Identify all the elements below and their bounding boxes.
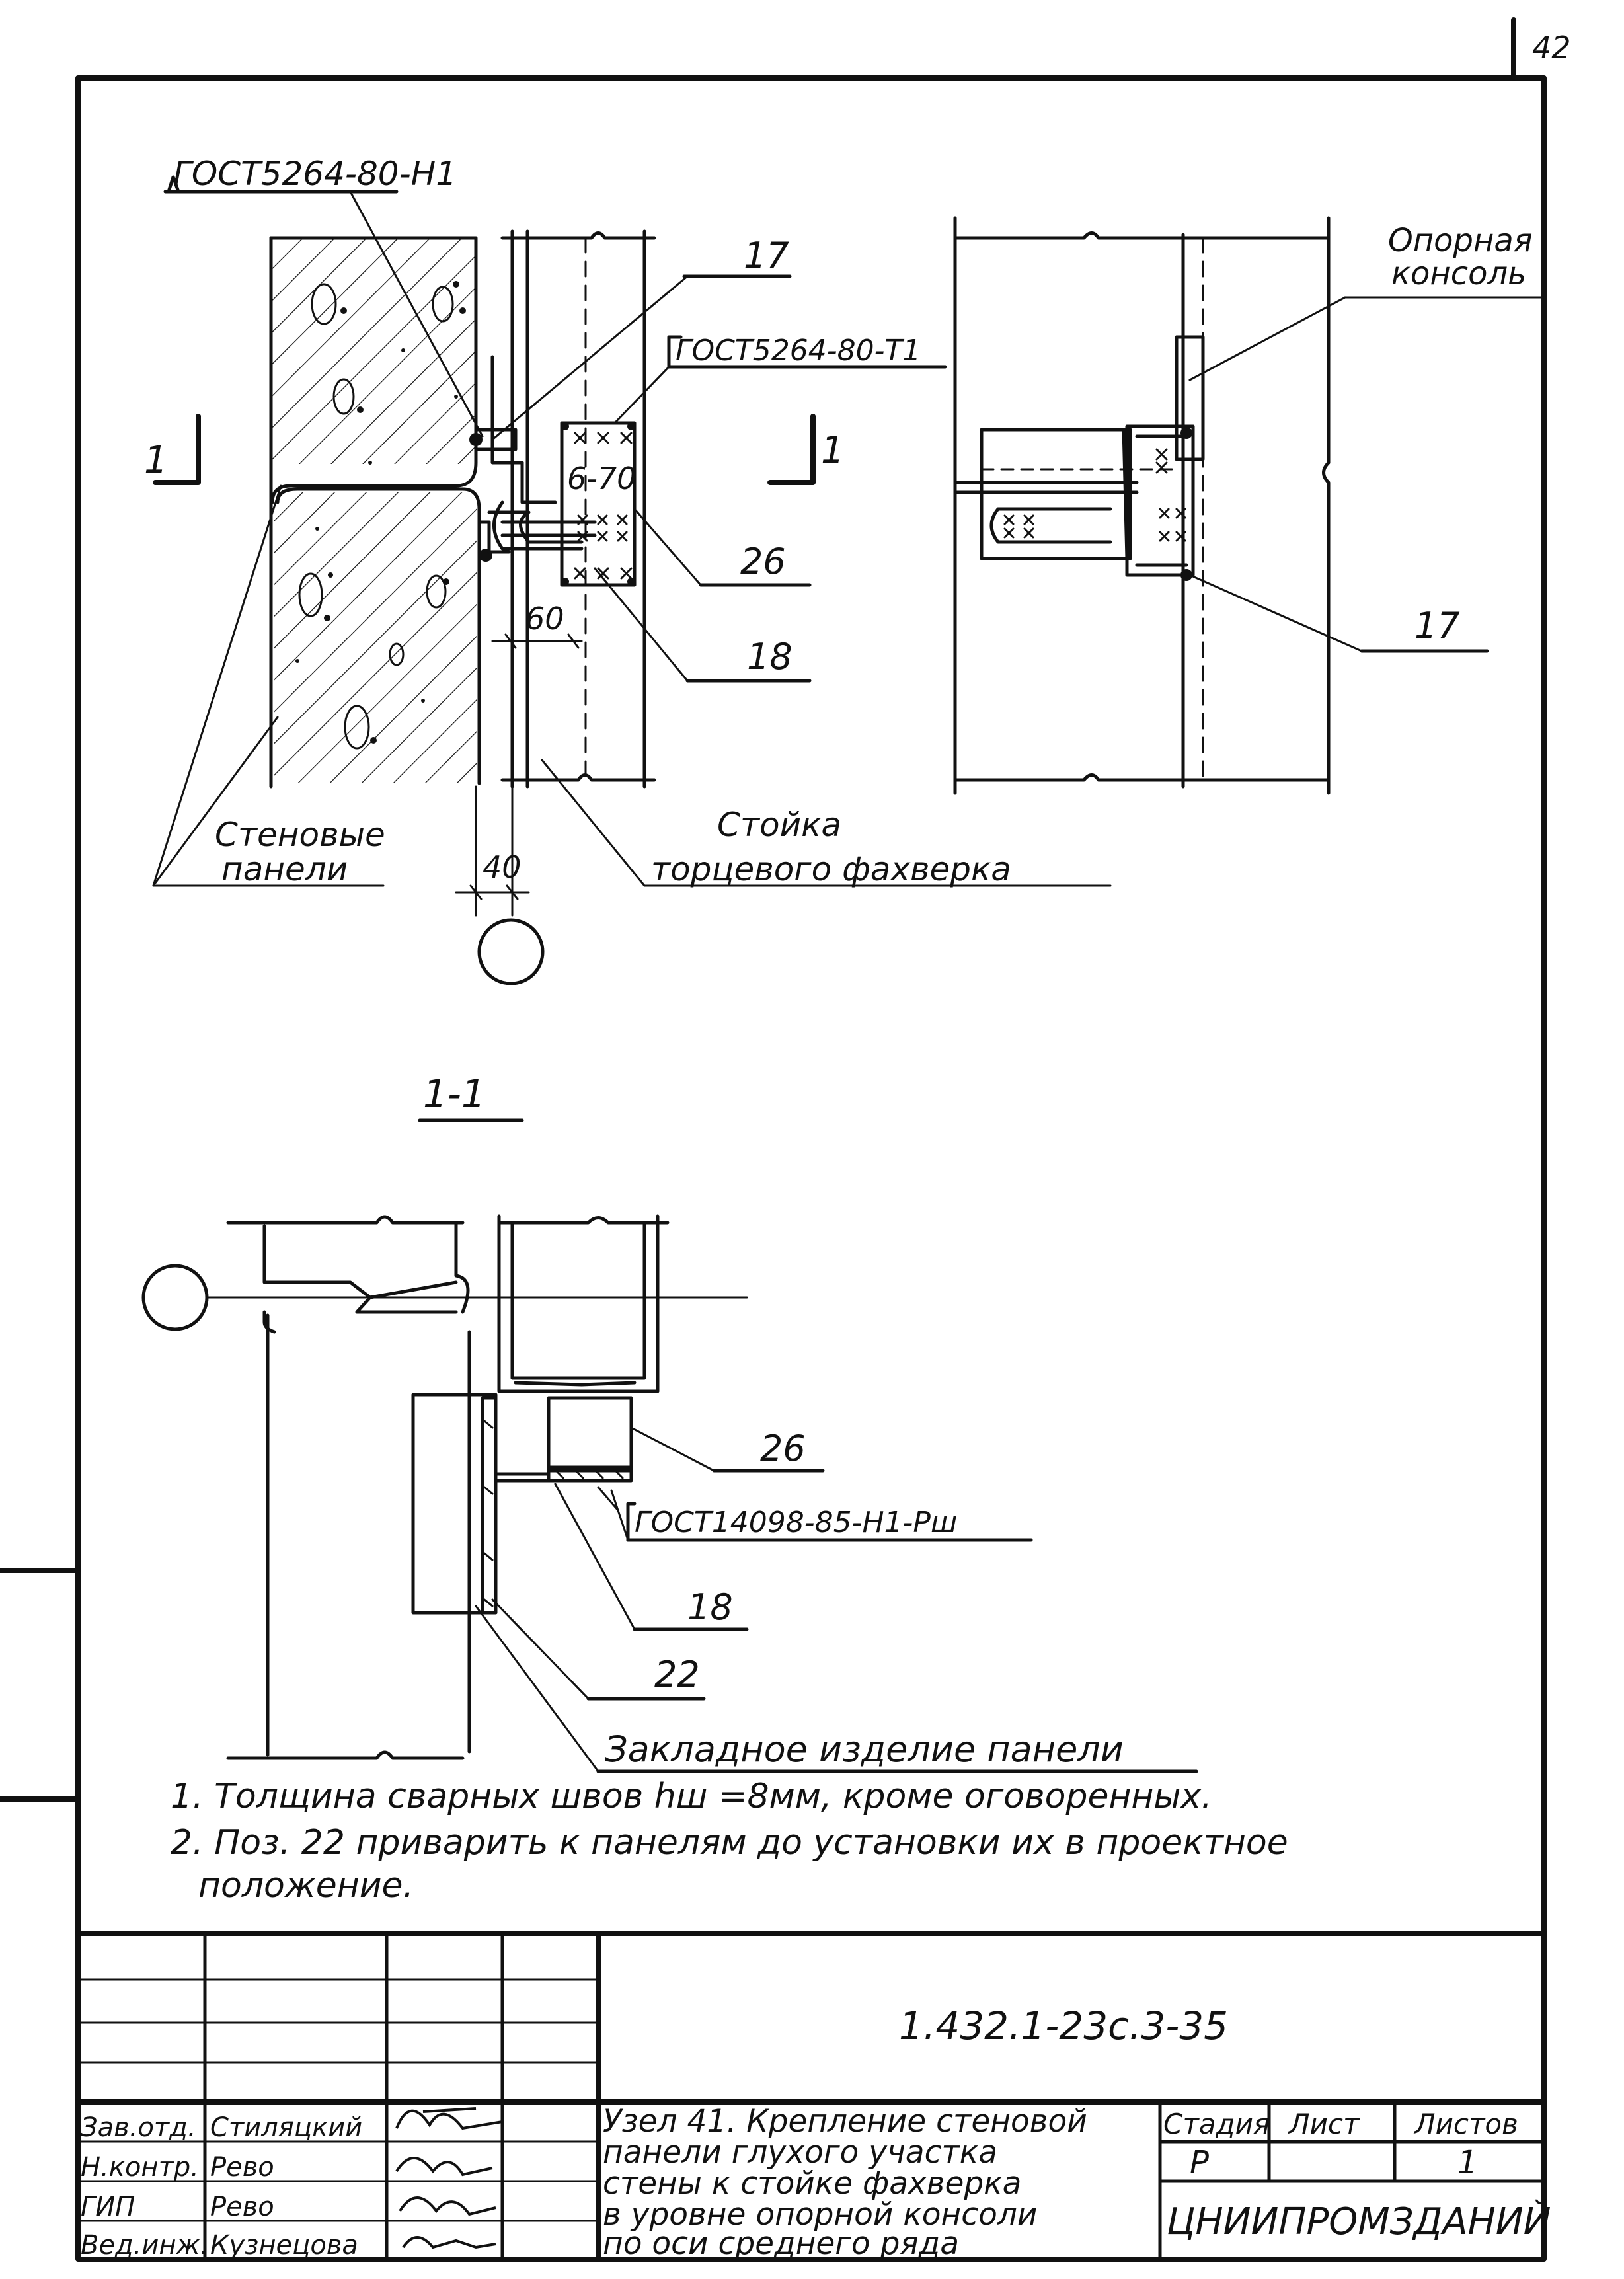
sign-role-2: Н.контр. — [81, 2152, 199, 2182]
dim-40: 40 — [483, 849, 522, 885]
bolt-spec: 6-70 — [567, 461, 636, 496]
pos-17-label: 17 — [744, 235, 789, 276]
cut-mark-left: 1 — [144, 414, 201, 485]
weld-callout-section: ГОСТ14098-85-Н1-Рш — [635, 1506, 957, 1539]
section-1-1: 1-1 — [141, 1071, 748, 1760]
signature-4 — [402, 2236, 496, 2249]
wall-panels-line2: панели — [221, 850, 348, 888]
stage-value: Р — [1190, 2144, 1209, 2181]
axis-marker-top — [477, 918, 545, 985]
title-line-2: панели глухого участка — [603, 2134, 997, 2171]
weld-callout-t1: ГОСТ5264-80-Т1 — [676, 334, 921, 367]
console-line2: консоль — [1391, 255, 1526, 292]
pos-22-label: 22 — [654, 1654, 700, 1695]
connection-bracket — [487, 421, 637, 587]
signature-1 — [395, 2107, 503, 2130]
post-line1: Стойка — [717, 806, 841, 844]
page-number: 42 — [1532, 30, 1571, 65]
pos-18-label-section: 18 — [687, 1586, 733, 1628]
cut-mark-right: 1 — [767, 414, 845, 485]
organization: ЦНИИПРОМЗДАНИЙ — [1167, 2200, 1551, 2243]
svg-text:1: 1 — [821, 429, 845, 472]
post-line2: торцевого фахверка — [651, 850, 1011, 888]
section-title: 1-1 — [423, 1071, 486, 1116]
title-line-4: в уровне опорной консоли — [603, 2196, 1037, 2233]
svg-text:1: 1 — [144, 439, 168, 482]
wall-panels-line1: Стеновые — [215, 816, 385, 854]
notes: 1. Толщина сварных швов hш =8мм, кроме о… — [171, 1777, 1288, 1906]
sign-role-4: Вед.инж. — [81, 2230, 208, 2260]
title-line-1: Узел 41. Крепление стеновой — [603, 2103, 1087, 2140]
title-block: 1.432.1-23с.3-35 Узел 41. Крепление стен… — [75, 1931, 1551, 2262]
weld-callout-h1: ГОСТ5264-80-Н1 — [173, 155, 457, 193]
signature-3 — [399, 2196, 496, 2216]
fachwerk-post — [500, 229, 656, 789]
embedded-part-label: Закладное изделие панели — [605, 1728, 1124, 1770]
sign-name-1: Стиляцкий — [210, 2112, 362, 2143]
stage-header: Стадия — [1163, 2108, 1270, 2140]
pos-26-label-section: 26 — [760, 1428, 806, 1469]
sign-name-4: Кузнецова — [210, 2230, 358, 2260]
note-2: 2. Поз. 22 приварить к панелям до устано… — [171, 1823, 1288, 1863]
section-annotations: 26 ГОСТ14098-85-Н1-Рш 18 22 Закладное из… — [475, 1426, 1198, 1773]
sheets-header: Листов — [1413, 2108, 1518, 2140]
signature-2 — [395, 2157, 493, 2177]
title-line-3: стены к стойке фахверка — [603, 2165, 1021, 2202]
note-2-cont: положение. — [198, 1866, 414, 1906]
upper-left-annotations: ГОСТ5264-80-Н1 17 ГОСТ5264-80-Т1 6-70 26… — [144, 155, 1112, 985]
title-line-5: по оси среднего ряда — [603, 2225, 959, 2262]
sheet-header: Лист — [1288, 2108, 1360, 2140]
pos-26-label: 26 — [740, 541, 786, 582]
sheet-frame — [0, 17, 1547, 2262]
note-1: 1. Толщина сварных швов hш =8мм, кроме о… — [171, 1777, 1212, 1816]
sign-name-3: Рево — [210, 2192, 274, 2222]
sign-name-2: Рево — [210, 2152, 274, 2182]
document-code: 1.432.1-23с.3-35 — [899, 2003, 1228, 2048]
pos-18-label: 18 — [747, 636, 793, 677]
dim-60: 60 — [525, 601, 564, 637]
console-line1: Опорная — [1388, 222, 1533, 259]
axis-marker-section — [141, 1264, 209, 1331]
wall-panel-elevation — [269, 236, 524, 789]
console-side-view: Опорная консоль 17 — [953, 216, 1545, 795]
sheets-value: 1 — [1457, 2144, 1478, 2181]
pos-17-label-right: 17 — [1414, 605, 1460, 646]
sign-role-1: Зав.отд. — [81, 2112, 196, 2143]
sign-role-3: ГИП — [81, 2192, 135, 2222]
